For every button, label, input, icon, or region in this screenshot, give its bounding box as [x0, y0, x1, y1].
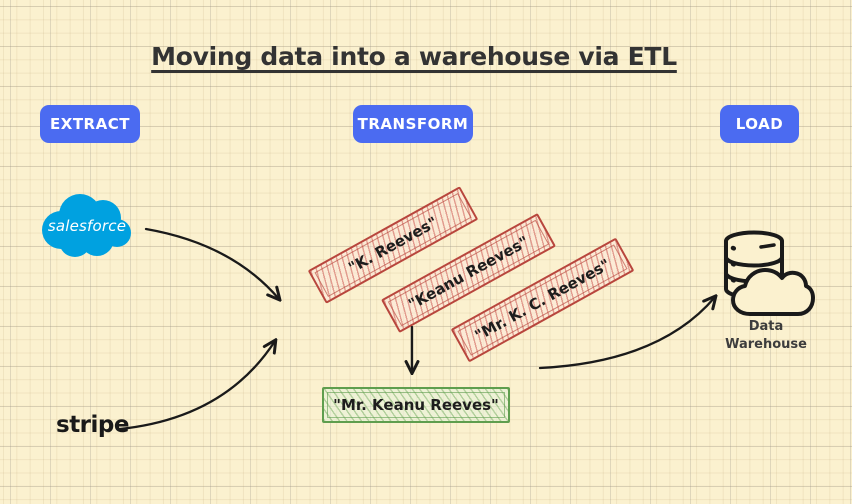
salesforce-cloud-icon — [42, 194, 131, 257]
data-warehouse-icon — [724, 230, 815, 316]
arrow-stripe-to-transform — [118, 341, 275, 431]
arrow-salesforce-to-transform — [144, 227, 279, 299]
stripe-logo: stripe — [56, 412, 129, 438]
data-warehouse-label: Data Warehouse — [725, 319, 807, 352]
salesforce-logo-text: salesforce — [47, 217, 127, 235]
stage-load-pill: LOAD — [720, 105, 799, 143]
salesforce-logo: salesforce — [37, 191, 132, 265]
record-output: "Mr. Keanu Reeves" — [322, 387, 510, 423]
stage-extract-pill: EXTRACT — [40, 105, 140, 143]
cloud-icon — [731, 268, 815, 316]
diagram-title: Moving data into a warehouse via ETL — [151, 42, 677, 71]
stage-transform-pill: TRANSFORM — [353, 105, 473, 143]
